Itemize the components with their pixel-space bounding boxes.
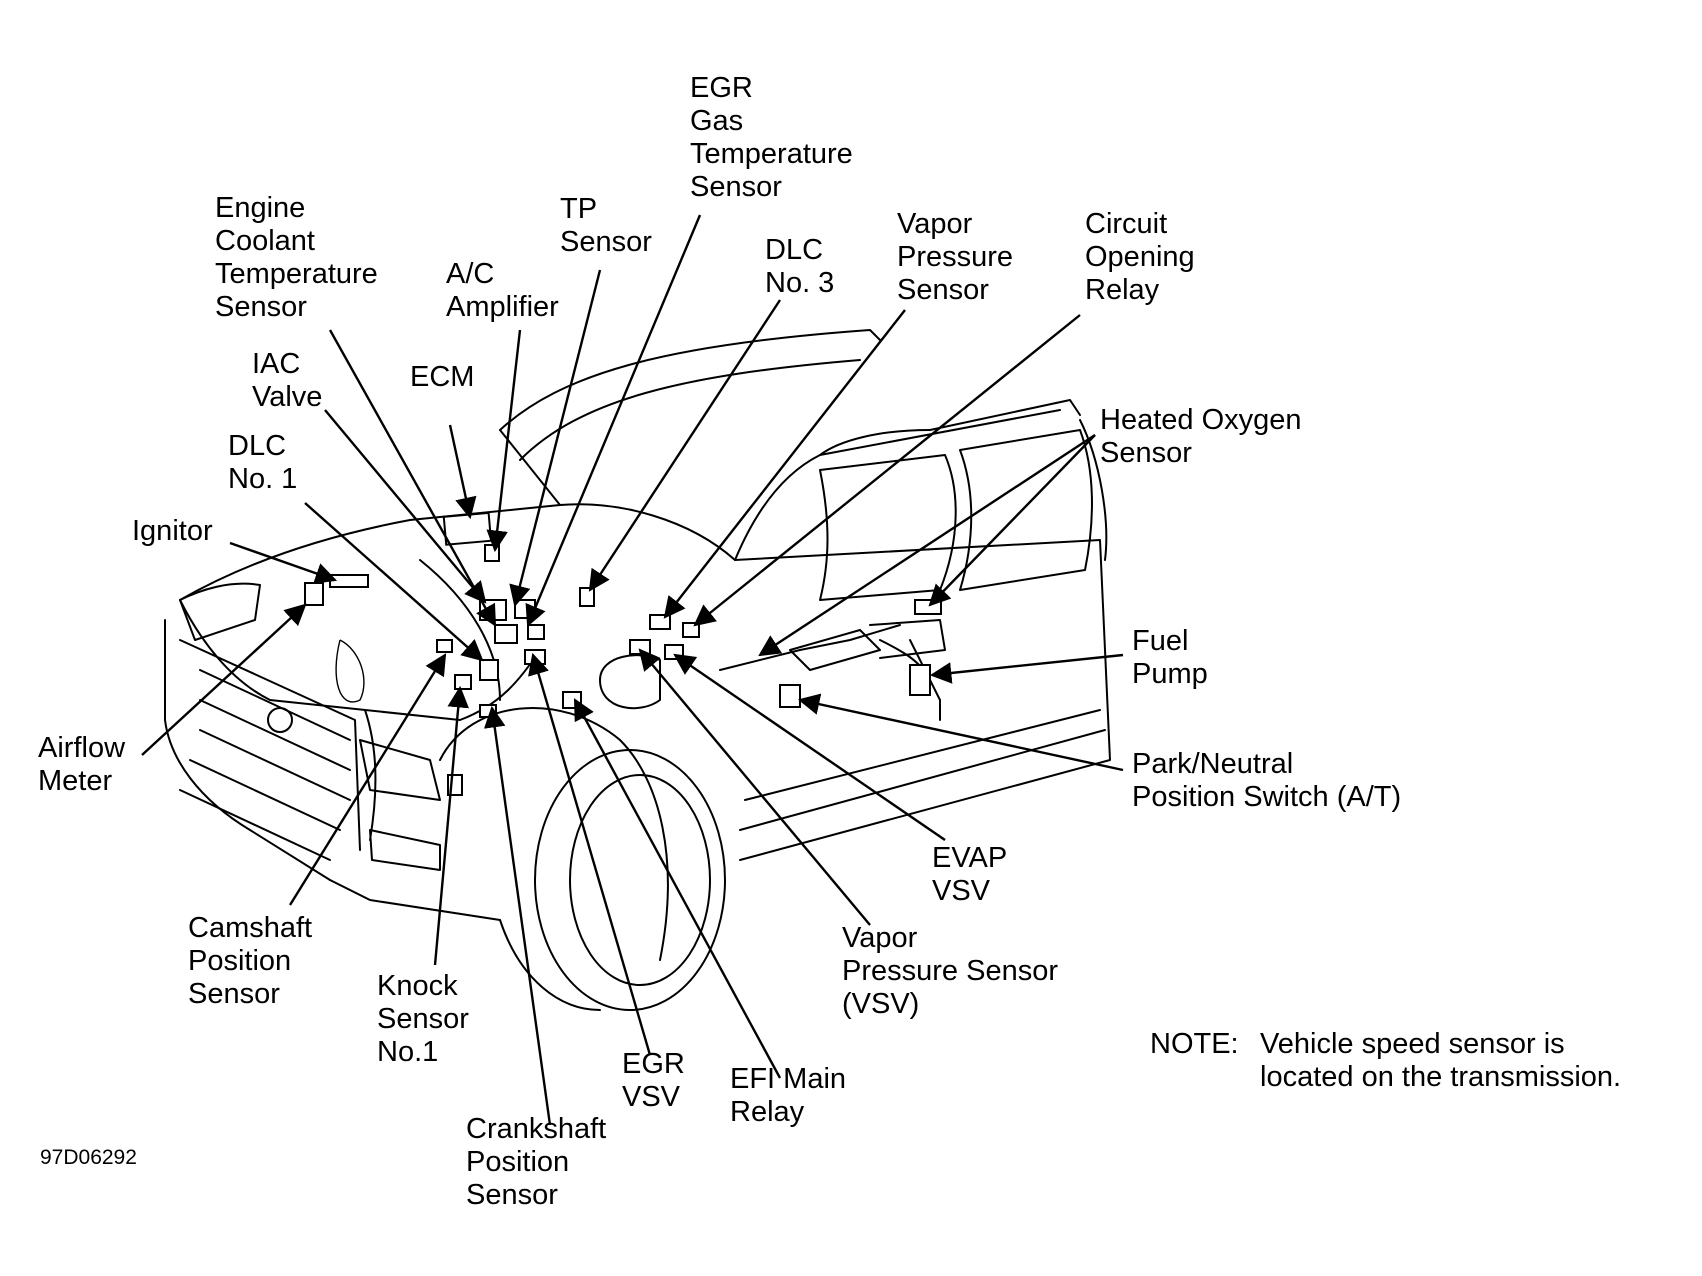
dlc3-unit (579, 587, 595, 607)
park-neutral-switch-unit (779, 684, 801, 708)
dlc1-unit (479, 659, 499, 681)
label-vapor-pressure-sensor-vsv: Vapor Pressure Sensor (VSV) (842, 922, 1058, 1020)
knock-sensor-unit (454, 674, 472, 690)
fuel-pump-unit (909, 664, 931, 696)
camshaft-sensor-unit (436, 639, 453, 653)
engine-components (304, 511, 942, 796)
engine-coolant-sensor-unit (494, 624, 518, 644)
egr-gas-temp-sensor-unit (527, 624, 545, 640)
label-egr-gas-temperature-sensor: EGR Gas Temperature Sensor (690, 72, 853, 203)
label-dlc-no-1: DLC No. 1 (228, 430, 298, 495)
vapor-pressure-vsv-unit (629, 639, 651, 655)
note-line-1: Vehicle speed sensor is (1260, 1028, 1565, 1060)
label-iac-valve: IAC Valve (252, 348, 323, 413)
evap-vsv-unit (664, 644, 684, 660)
circuit-opening-relay-unit (682, 622, 700, 638)
label-fuel-pump: Fuel Pump (1132, 625, 1208, 690)
label-ecm: ECM (410, 361, 475, 393)
label-ac-amplifier: A/C Amplifier (446, 258, 559, 323)
label-engine-coolant-temperature-sensor: Engine Coolant Temperature Sensor (215, 192, 378, 323)
label-heated-oxygen-sensor: Heated Oxygen Sensor (1100, 404, 1302, 469)
label-crankshaft-position-sensor: Crankshaft Position Sensor (466, 1113, 607, 1211)
vapor-pressure-sensor-unit (649, 614, 671, 630)
label-evap-vsv: EVAP VSV (932, 842, 1008, 907)
label-airflow-meter: Airflow Meter (38, 732, 126, 797)
note-line-2: located on the transmission. (1260, 1061, 1622, 1093)
label-efi-main-relay: EFI Main Relay (730, 1063, 847, 1128)
ecm-unit (442, 511, 493, 546)
leader-lines (141, 214, 1124, 1126)
ignitor-unit (304, 582, 324, 606)
oxygen-sensor-rear-unit (914, 599, 942, 615)
label-egr-vsv: EGR VSV (622, 1048, 685, 1113)
label-vapor-pressure-sensor: Vapor Pressure Sensor (897, 208, 1014, 306)
label-park-neutral-position-switch: Park/Neutral Position Switch (A/T) (1132, 748, 1402, 813)
label-circuit-opening-relay: Circuit Opening Relay (1085, 208, 1195, 306)
label-dlc-no-3: DLC No. 3 (765, 234, 835, 299)
ignitor-connector (329, 574, 369, 588)
label-tp-sensor: TP Sensor (560, 193, 652, 258)
label-knock-sensor-no-1: Knock Sensor No.1 (377, 970, 469, 1068)
ac-amplifier-unit (484, 544, 500, 562)
label-camshaft-position-sensor: Camshaft Position Sensor (188, 912, 313, 1010)
figure-code: 97D06292 (40, 1146, 137, 1169)
note-prefix: NOTE: (1150, 1028, 1239, 1060)
label-ignitor: Ignitor (132, 515, 213, 547)
